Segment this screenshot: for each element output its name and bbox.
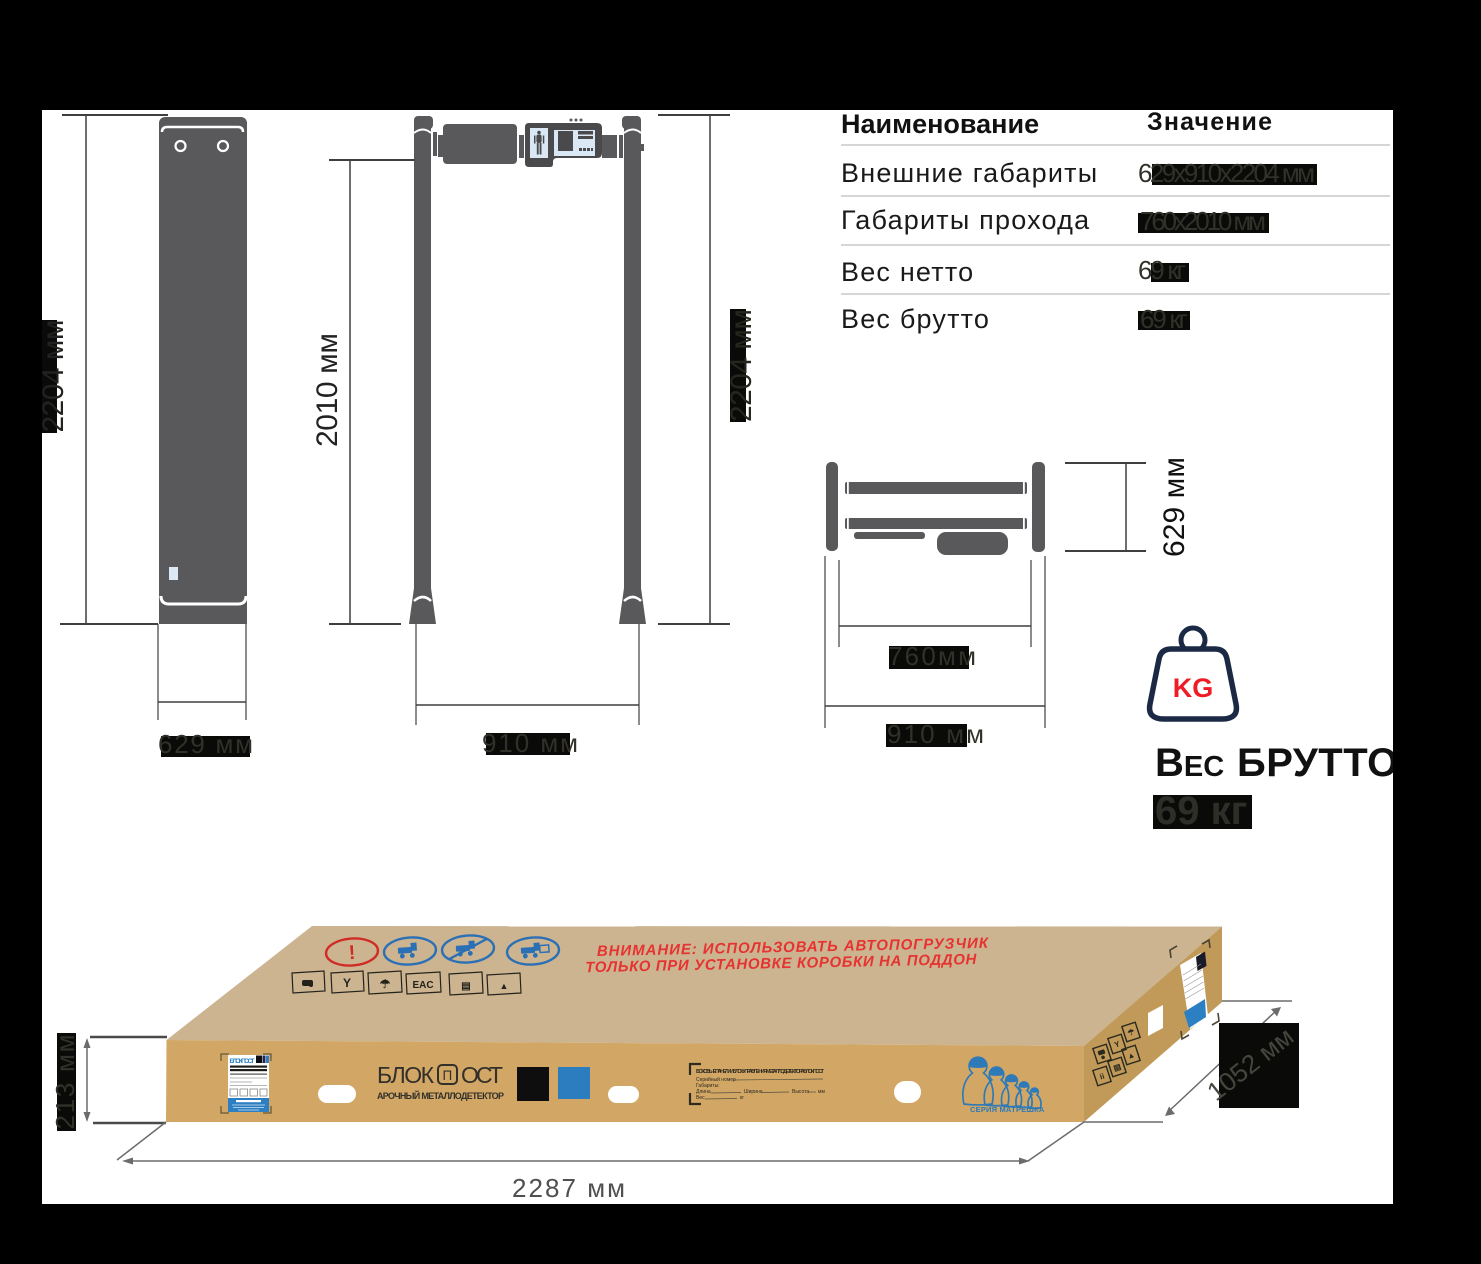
svg-text:KG: KG [1173, 673, 1214, 703]
svg-text:Вес: Вес [696, 1095, 705, 1101]
svg-text:СЕРИЯ МАТРЁШКА: СЕРИЯ МАТРЁШКА [970, 1105, 1045, 1114]
svg-text:БРУТТО: БРУТТО [1237, 741, 1399, 785]
svg-text:760x2010 мм: 760x2010 мм [1140, 206, 1266, 236]
svg-text:БЛОКПОСТ: БЛОКПОСТ [230, 1058, 255, 1065]
svg-text:мм: мм [818, 1089, 825, 1095]
svg-text:БЛОК: БЛОК [377, 1062, 435, 1088]
svg-text:Высота: Высота [792, 1089, 809, 1095]
svg-text:Наименование: Наименование [841, 109, 1039, 139]
svg-text:2010 мм: 2010 мм [311, 333, 344, 447]
svg-text:Габариты:: Габариты: [696, 1083, 720, 1089]
svg-text:▤: ▤ [461, 981, 470, 992]
svg-text:629x910x2204 мм: 629x910x2204 мм [1138, 158, 1315, 188]
svg-text:2204 мм: 2204 мм [37, 320, 70, 433]
svg-text:!: ! [348, 942, 356, 964]
svg-text:Серийный номер: Серийный номер [696, 1076, 736, 1083]
svg-text:EAC: EAC [412, 980, 433, 991]
svg-text:Y: Y [343, 976, 351, 990]
svg-text:Ширина: Ширина [744, 1089, 763, 1095]
svg-text:ii: ii [1099, 1072, 1106, 1082]
svg-text:☂: ☂ [1126, 1027, 1136, 1038]
svg-text:2287 мм: 2287 мм [512, 1173, 625, 1203]
svg-text:Значение: Значение [1147, 108, 1272, 136]
svg-text:☂: ☂ [380, 977, 391, 991]
svg-text:кг: кг [740, 1095, 744, 1101]
svg-text:Y: Y [1113, 1039, 1121, 1049]
svg-text:69 кг: 69 кг [1140, 304, 1188, 334]
svg-text:▲: ▲ [1126, 1050, 1136, 1061]
svg-text:Габариты прохода: Габариты прохода [841, 205, 1090, 235]
svg-text:69 кг: 69 кг [1155, 789, 1247, 833]
svg-text:ОСТ: ОСТ [461, 1062, 504, 1088]
svg-text:629 мм: 629 мм [1158, 457, 1191, 557]
svg-text:▤: ▤ [1112, 1062, 1122, 1073]
svg-text:69 кг: 69 кг [1138, 255, 1186, 285]
svg-text:Длина: Длина [696, 1089, 711, 1095]
svg-text:Вес нетто: Вес нетто [841, 257, 974, 287]
svg-text:Внешние габариты: Внешние габариты [841, 158, 1098, 188]
svg-text:П: П [443, 1068, 453, 1083]
svg-text:2204 мм: 2204 мм [725, 309, 758, 422]
svg-text:Вес брутто: Вес брутто [841, 304, 990, 334]
svg-text:▲: ▲ [500, 981, 509, 991]
svg-text:БОКОВЫЕ ПАНЕЛИ И БЛОК УПРАВЛЕН: БОКОВЫЕ ПАНЕЛИ И БЛОК УПРАВЛЕНИЯ МЕТАЛЛО… [696, 1069, 825, 1075]
svg-text:760мм: 760мм [888, 641, 976, 671]
svg-text:АРОЧНЫЙ МЕТАЛЛОДЕТЕКТОР: АРОЧНЫЙ МЕТАЛЛОДЕТЕКТОР [377, 1090, 504, 1101]
